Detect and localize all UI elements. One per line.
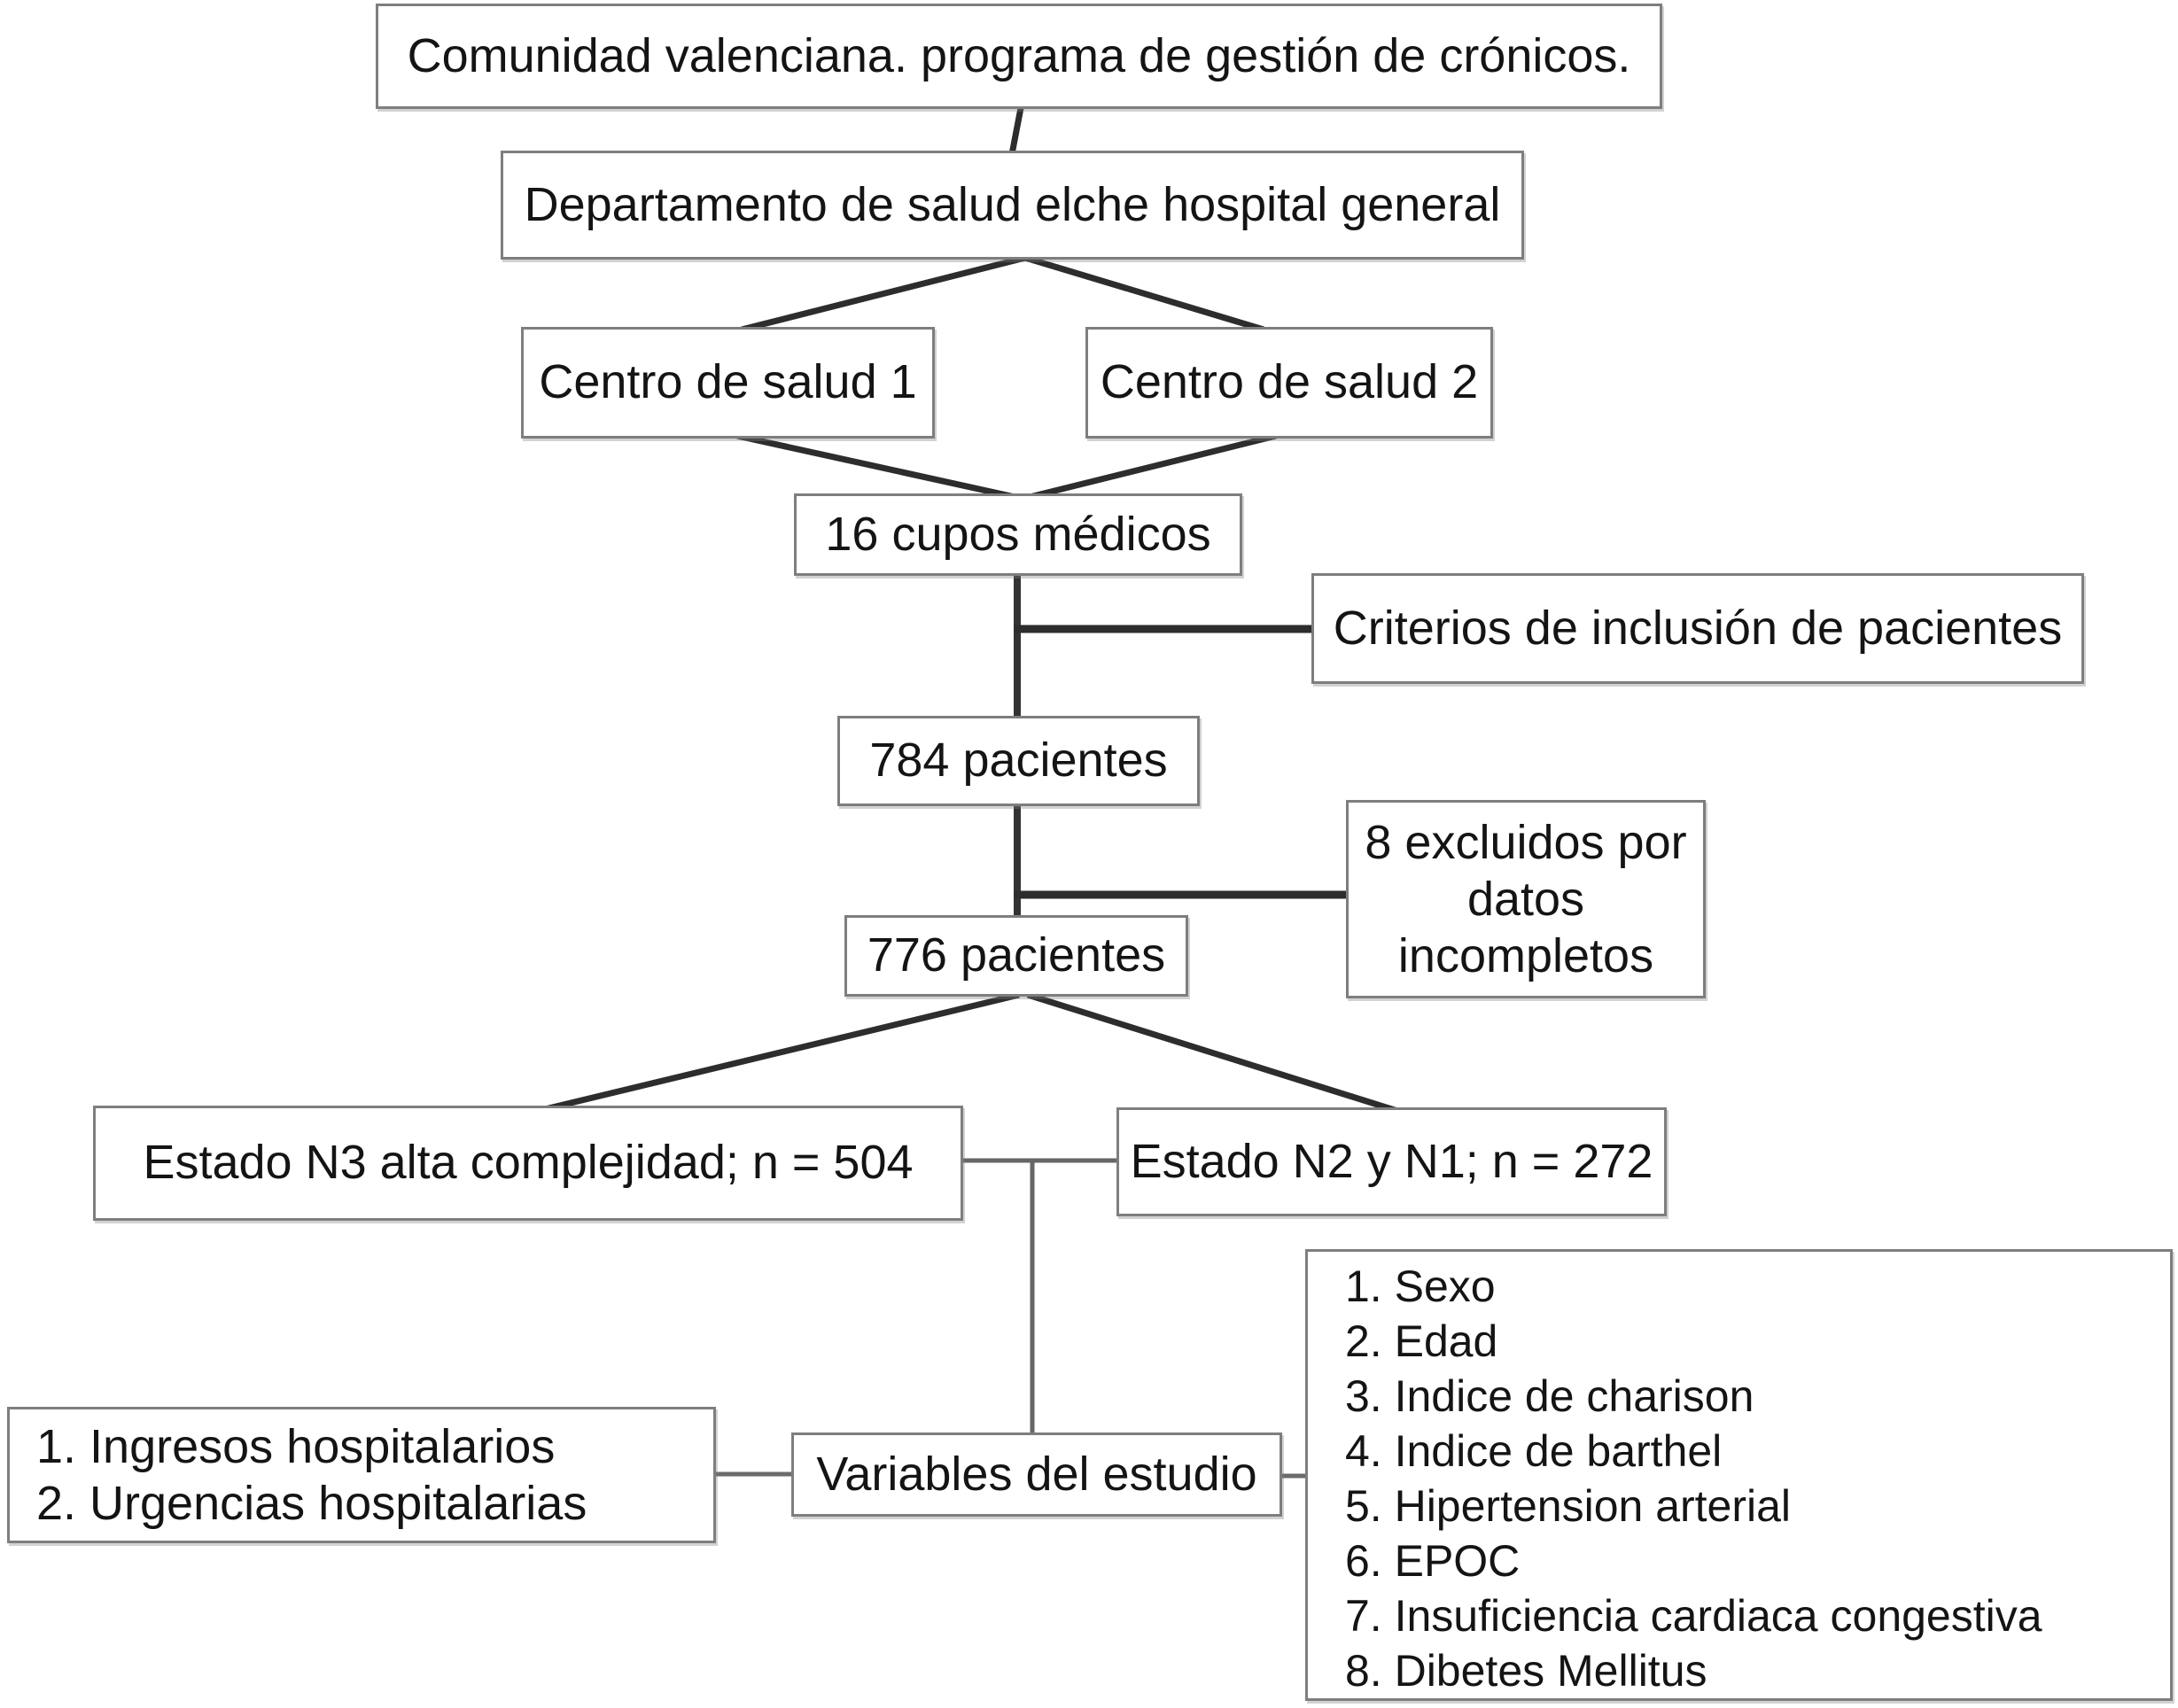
node-excluidos-line-1: 8 excluidos por — [1365, 816, 1687, 869]
node-departamento-salud: Departamento de salud elche hospital gen… — [501, 151, 1524, 260]
node-variables-lista-item-8: 8. Dibetes Mellitus — [1345, 1646, 1707, 1696]
node-estado-n2-n1-label: Estado N2 y N1; n = 272 — [1130, 1134, 1653, 1188]
node-resultados-line-2: 2. Urgencias hospitalarias — [36, 1477, 587, 1530]
node-variables-lista-item-6: 6. EPOC — [1345, 1536, 1521, 1586]
node-estado-n2-n1: Estado N2 y N1; n = 272 — [1116, 1107, 1667, 1216]
node-776-pacientes: 776 pacientes — [844, 915, 1188, 997]
connector-departamento-centro1 — [741, 254, 1026, 333]
node-centro-salud-1-label: Centro de salud 1 — [539, 355, 917, 409]
node-comunidad-valenciana: Comunidad valenciana. programa de gestió… — [376, 4, 1662, 109]
node-centro-salud-1: Centro de salud 1 — [521, 327, 935, 439]
connector-776-estadoN3 — [544, 991, 1020, 1113]
node-centro-salud-2: Centro de salud 2 — [1085, 327, 1493, 439]
node-variables-lista-item-2: 2. Edad — [1345, 1316, 1498, 1366]
node-776-pacientes-label: 776 pacientes — [867, 928, 1166, 982]
connector-776-estadoN2N1 — [1026, 991, 1399, 1114]
node-variables-estudio-label: Variables del estudio — [816, 1447, 1257, 1501]
node-criterios-inclusion: Criterios de inclusión de pacientes — [1311, 573, 2084, 684]
node-784-pacientes-label: 784 pacientes — [869, 734, 1168, 788]
node-excluidos-line-3: incompletos — [1397, 929, 1654, 982]
node-centro-salud-2-label: Centro de salud 2 — [1100, 355, 1479, 409]
connector-centro1-cupos — [736, 432, 1020, 501]
node-cupos-medicos: 16 cupos médicos — [794, 493, 1242, 576]
node-variables-lista-item-4: 4. Indice de barthel — [1345, 1426, 1723, 1476]
node-comunidad-valenciana-label: Comunidad valenciana. programa de gestió… — [407, 28, 1631, 82]
connector-departamento-centro2 — [1023, 254, 1265, 333]
node-variables-estudio: Variables del estudio — [791, 1432, 1282, 1517]
node-resultados: 1. Ingresos hospitalarios 2. Urgencias h… — [7, 1407, 716, 1543]
connector-comunidad-departamento — [1008, 107, 1024, 155]
node-variables-lista-item-5: 5. Hipertension arterial — [1345, 1481, 1792, 1531]
node-variables-lista-item-1: 1. Sexo — [1345, 1262, 1496, 1311]
node-excluidos: 8 excluidos por datos incompletos — [1346, 800, 1706, 998]
node-cupos-medicos-label: 16 cupos médicos — [825, 507, 1211, 561]
node-criterios-inclusion-label: Criterios de inclusión de pacientes — [1333, 601, 2063, 655]
node-departamento-salud-label: Departamento de salud elche hospital gen… — [524, 177, 1501, 231]
node-estado-n3-label: Estado N3 alta complejidad; n = 504 — [143, 1136, 914, 1190]
node-784-pacientes: 784 pacientes — [837, 716, 1200, 806]
node-variables-lista-item-7: 7. Insuficiencia cardiaca congestiva — [1345, 1591, 2042, 1641]
node-resultados-line-1: 1. Ingresos hospitalarios — [36, 1420, 556, 1473]
node-estado-n3: Estado N3 alta complejidad; n = 504 — [93, 1106, 963, 1221]
node-variables-lista: 1. Sexo 2. Edad 3. Indice de charison 4.… — [1305, 1249, 2173, 1701]
node-variables-lista-item-3: 3. Indice de charison — [1345, 1371, 1754, 1421]
node-excluidos-line-2: datos — [1466, 873, 1585, 926]
connector-centro2-cupos — [1025, 432, 1277, 501]
